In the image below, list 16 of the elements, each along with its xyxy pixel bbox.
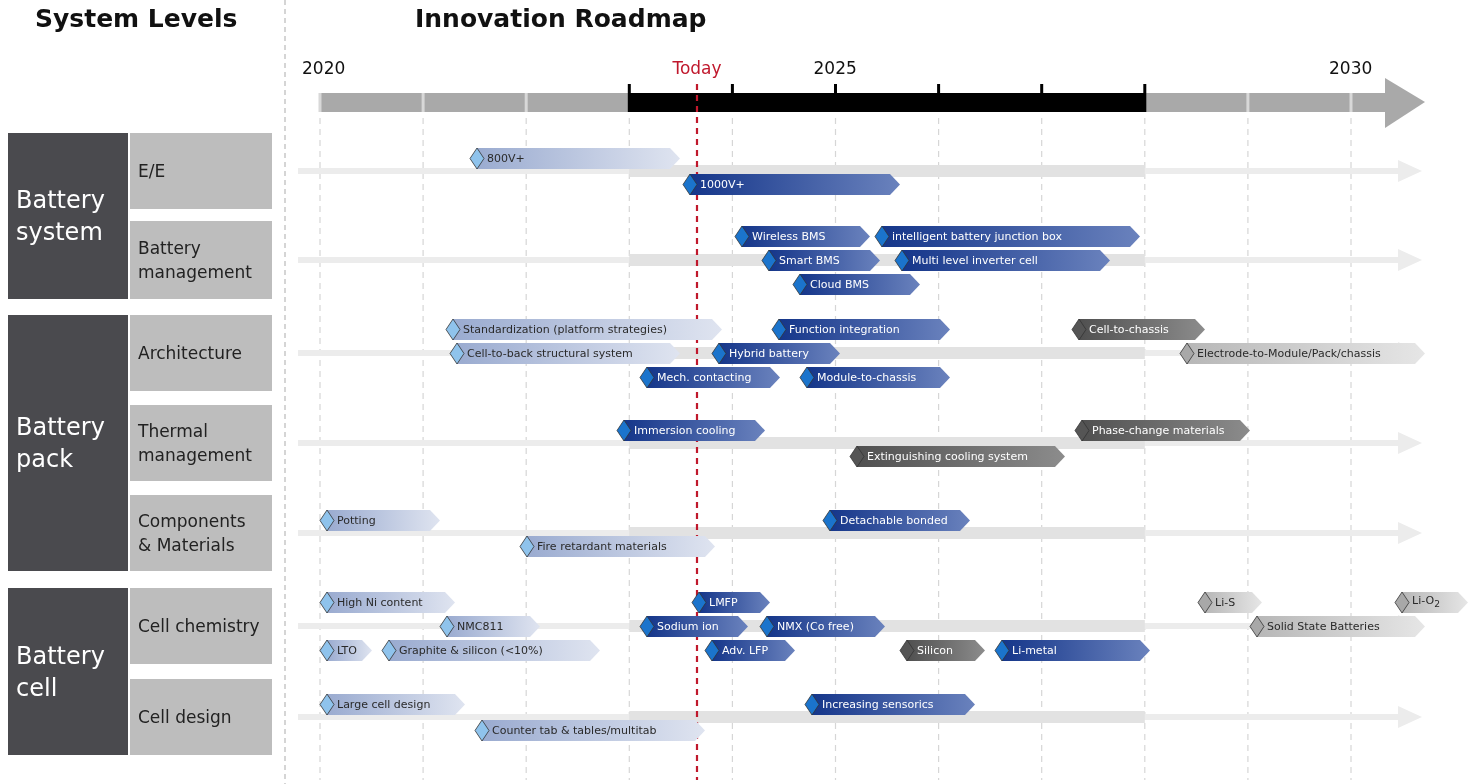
sublevel-box: Cell chemistry [130,588,272,664]
sublevel-box: Battery management [130,221,272,299]
sublevel-box: Thermal management [130,405,272,481]
level-box: Battery system [8,133,128,299]
level-box: Battery pack [8,315,128,571]
title: Innovation Roadmap [415,4,707,33]
year-label: 2020 [302,58,346,78]
heading: System Levels [35,4,238,33]
sublevel-box: Components & Materials [130,495,272,571]
sublevel-box: Cell design [130,679,272,755]
today-label: Today [671,58,723,78]
sublevel-box: E/E [130,133,272,209]
year-label: 2030 [1329,58,1373,78]
level-box: Battery cell [8,588,128,755]
sublevel-box: Architecture [130,315,272,391]
year-label: 2025 [813,58,857,78]
